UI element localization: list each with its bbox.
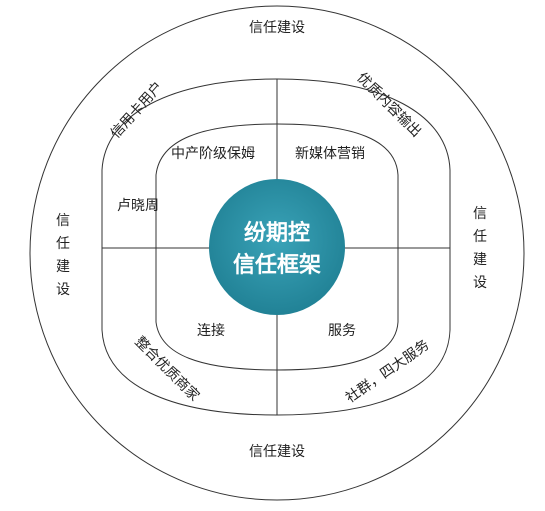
center-title-line2: 信任框架 bbox=[233, 252, 321, 278]
outer-label-right-char-1: 信 bbox=[473, 206, 487, 222]
outer-label-top: 信任建设 bbox=[249, 20, 305, 36]
outer-label-right-char-2: 任 bbox=[473, 229, 487, 245]
inner-label-bottom-right: 服务 bbox=[328, 323, 356, 339]
outer-label-bottom: 信任建设 bbox=[249, 444, 305, 460]
center-title-line1: 纷期控 bbox=[244, 220, 310, 246]
middle-quadrant-bottom-left bbox=[101, 248, 278, 416]
inner-label-top-right: 新媒体营销 bbox=[295, 146, 365, 162]
inner-label-bottom-left: 连接 bbox=[197, 322, 225, 339]
middle-label-top-left: 信用卡用户 bbox=[107, 78, 166, 141]
outer-label-right: 信 任 建 设 bbox=[473, 206, 487, 291]
inner-label-top-left: 中产阶级保姆 bbox=[171, 146, 255, 162]
center-circle bbox=[209, 179, 345, 315]
inner-label-left: 卢晓周 bbox=[117, 198, 159, 214]
outer-label-left-char-3: 建 bbox=[56, 259, 70, 275]
middle-label-top-right: 优质内容输出 bbox=[353, 69, 424, 140]
outer-label-left-char-1: 信 bbox=[56, 213, 70, 229]
outer-label-right-char-3: 建 bbox=[473, 252, 487, 268]
outer-label-left: 信 任 建 设 bbox=[56, 213, 70, 298]
middle-label-bottom-right: 社群，四大服务 bbox=[343, 337, 432, 406]
outer-label-left-char-4: 设 bbox=[56, 282, 70, 298]
middle-label-bottom-left: 整合优质商家 bbox=[131, 333, 202, 404]
middle-quadrant-bottom-right bbox=[276, 248, 451, 416]
inner-quadrant-bottom-right bbox=[276, 248, 399, 371]
inner-quadrant-bottom-left bbox=[155, 248, 278, 371]
inner-quadrant-top-right bbox=[276, 123, 399, 248]
outer-label-right-char-4: 设 bbox=[473, 275, 487, 291]
outer-label-left-char-2: 任 bbox=[56, 236, 70, 252]
middle-quadrant-top-right bbox=[276, 78, 451, 249]
outer-ring bbox=[29, 5, 525, 501]
inner-quadrant-top-left bbox=[155, 123, 278, 248]
middle-quadrant-top-left bbox=[101, 78, 278, 249]
